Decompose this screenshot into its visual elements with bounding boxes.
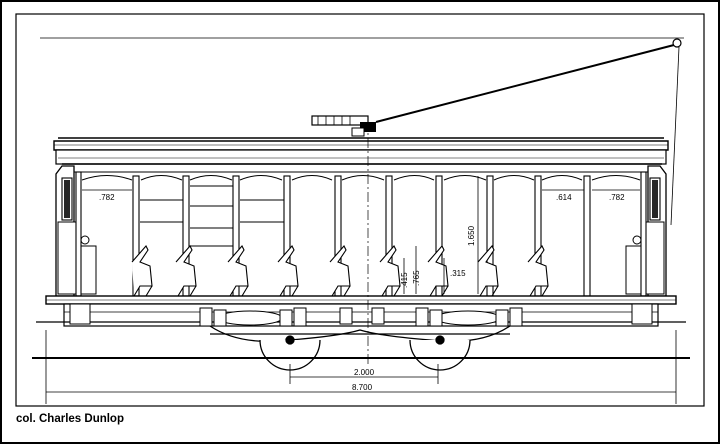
dimension-lines	[45, 176, 677, 404]
body-pillars	[75, 171, 647, 297]
dim-seat-depth: .315	[450, 269, 466, 278]
dim-floor-height: .765	[412, 270, 421, 286]
dim-window-height: 1.650	[467, 225, 476, 246]
dim-bay-inner-width: .614	[556, 193, 572, 202]
crossbench-seats	[131, 245, 549, 297]
wheels	[259, 335, 471, 371]
dim-overall-length: 8.700	[352, 383, 373, 392]
dim-wheelbase: 2.000	[354, 368, 375, 377]
roof	[53, 137, 669, 173]
inner-border	[15, 13, 705, 407]
dim-bay-right-width: .782	[609, 193, 625, 202]
side-rails	[140, 185, 284, 247]
trolley-rope	[670, 46, 680, 226]
truck-springs	[199, 307, 523, 327]
dim-seat-height: .415	[400, 272, 409, 288]
underframe	[36, 295, 686, 327]
window-bays	[81, 175, 641, 181]
photo-credit: col. Charles Dunlop	[16, 413, 124, 425]
dim-bay-left-width: .782	[99, 193, 115, 202]
trolley-wheel	[672, 38, 682, 48]
